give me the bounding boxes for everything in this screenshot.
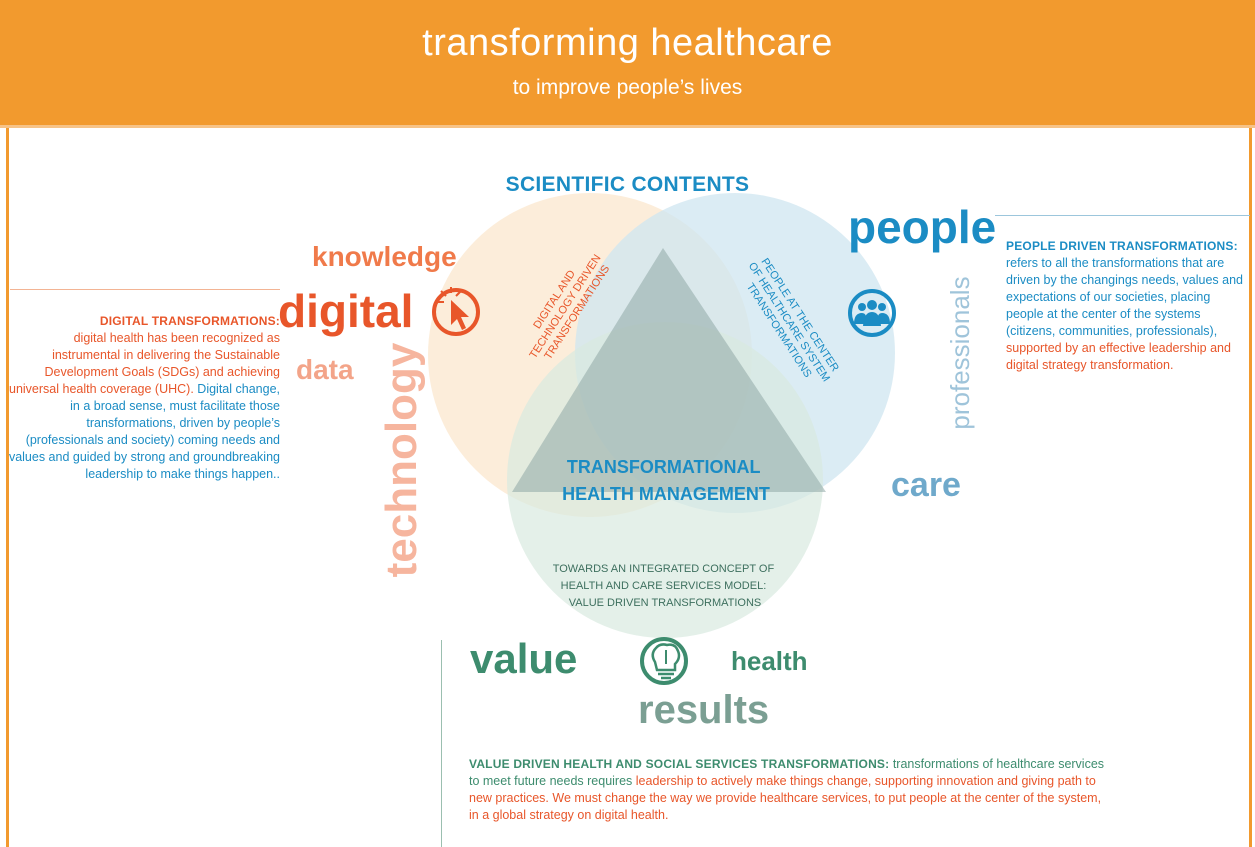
word-care: care (891, 466, 961, 504)
word-health: health (731, 646, 808, 676)
digital-transformations-heading: DIGITAL TRANSFORMATIONS: (99, 314, 280, 328)
word-value: value (470, 635, 578, 682)
brain-lightbulb-icon (640, 637, 688, 685)
right-panel-rule (995, 215, 1250, 216)
section-title: SCIENTIFIC CONTENTS (505, 173, 750, 196)
value-transformations-body-2: leadership to actively make things chang… (469, 774, 1102, 822)
people-transformations-text: PEOPLE DRIVEN TRANSFORMATIONS: refers to… (1006, 238, 1251, 374)
value-circle-label: TOWARDS AN INTEGRATED CONCEPT OF HEALTH … (553, 563, 778, 609)
word-results: results (638, 688, 770, 732)
value-transformations-body: transformations of healthcare services t… (469, 757, 1105, 788)
cursor-click-icon (432, 287, 480, 336)
header-banner: transforming healthcare to improve peopl… (0, 0, 1255, 128)
word-knowledge: knowledge (312, 241, 457, 272)
value-transformations-text: VALUE DRIVEN HEALTH AND SOCIAL SERVICES … (469, 756, 1109, 824)
people-transformations-body-2: supported by an effective leadership and… (1006, 341, 1231, 372)
people-transformations-body: refers to all the transformations that a… (1006, 256, 1243, 338)
word-digital: digital (278, 285, 414, 337)
right-frame-line (1249, 128, 1252, 847)
left-frame-line (6, 128, 9, 847)
left-panel-rule (10, 289, 280, 290)
word-people: people (848, 201, 997, 253)
word-technology: technology (377, 342, 426, 578)
center-label: TRANSFORMATIONAL HEALTH MANAGEMENT (562, 457, 770, 504)
word-data: data (296, 354, 354, 385)
center-triangle (512, 248, 826, 492)
page-subtitle: to improve people’s lives (512, 76, 743, 99)
value-transformations-heading: VALUE DRIVEN HEALTH AND SOCIAL SERVICES … (469, 757, 890, 771)
digital-transformations-body-2: Digital change, in a broad sense, must f… (8, 382, 280, 481)
digital-transformations-text: DIGITAL TRANSFORMATIONS: digital health … (8, 313, 280, 483)
page-title: transforming healthcare (422, 22, 833, 64)
digital-transformations-body: digital health has been recognized as in… (9, 331, 280, 396)
bottom-panel-rule (441, 640, 442, 847)
group-people-icon (848, 289, 896, 337)
people-transformations-heading: PEOPLE DRIVEN TRANSFORMATIONS: (1006, 239, 1238, 253)
word-professionals: professionals (945, 276, 975, 430)
